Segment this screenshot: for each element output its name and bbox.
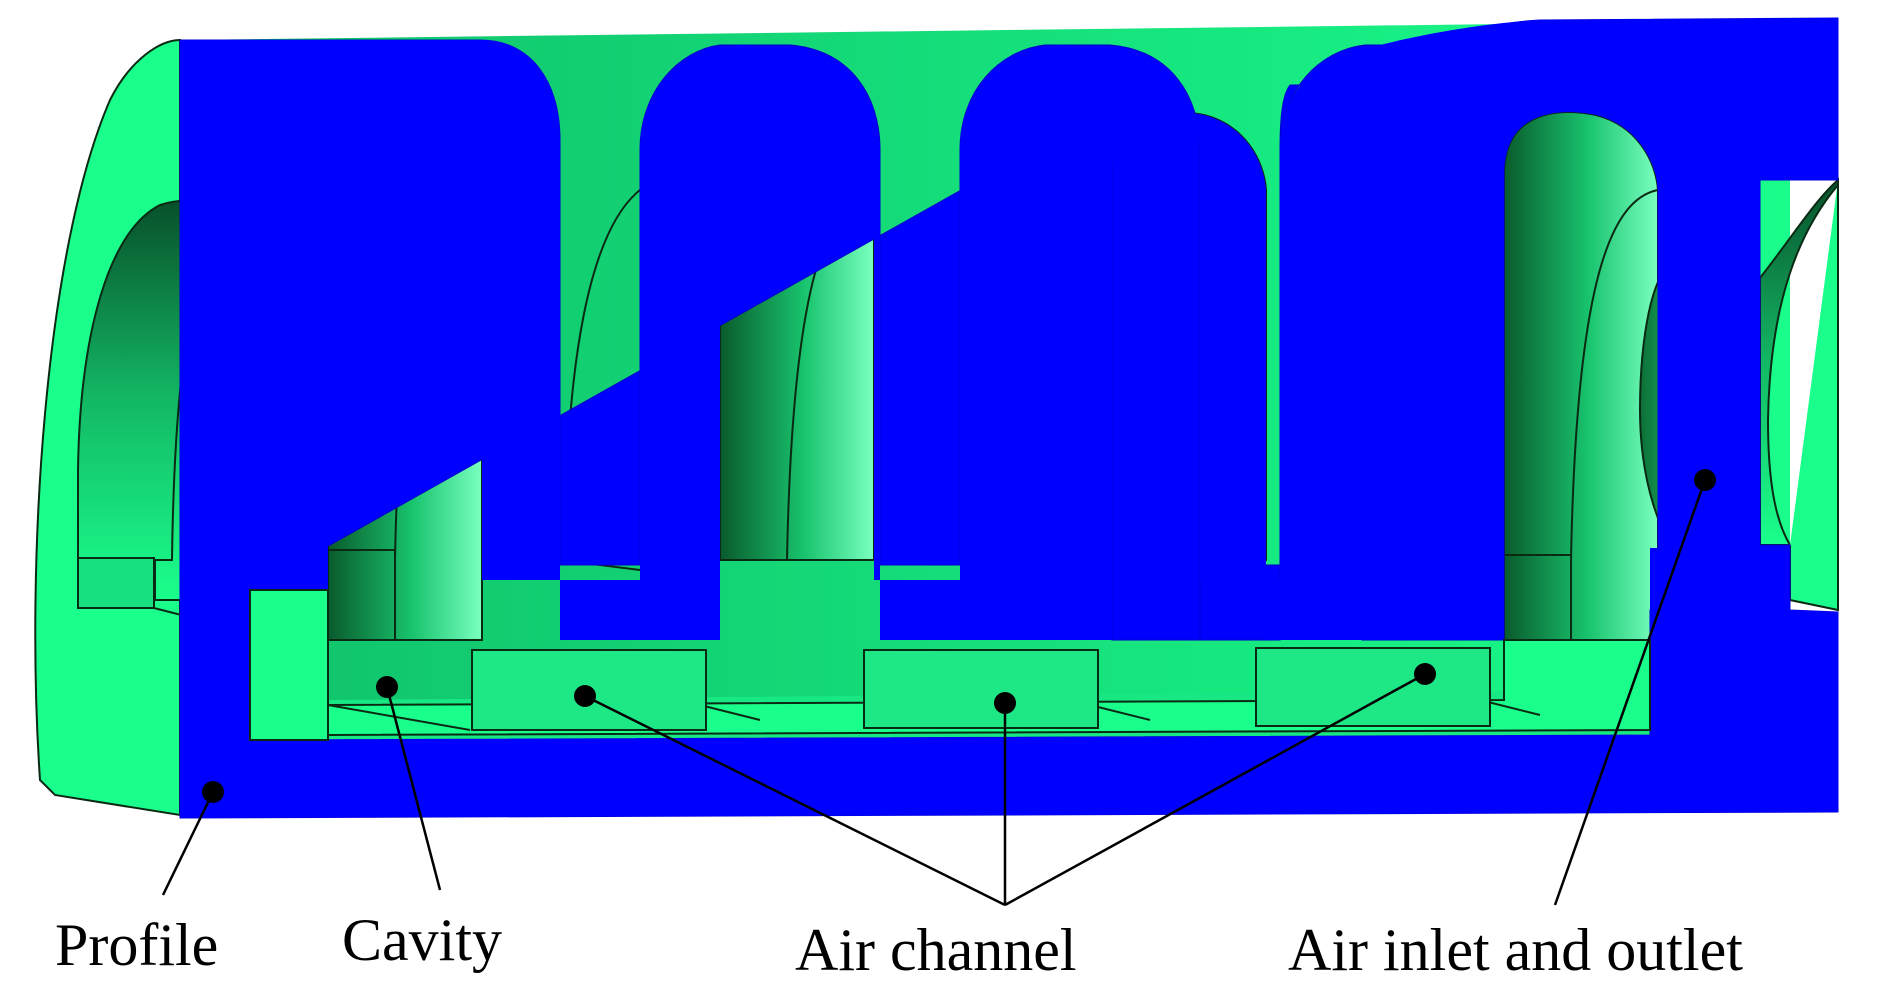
dot-profile [202, 781, 224, 803]
leader-air-channel-1 [584, 694, 1006, 907]
air-channel-block-3 [1255, 647, 1491, 727]
left-cup-lip [77, 557, 155, 609]
dot-air-inlet [1694, 469, 1716, 491]
cavity-arch-4-rim [1570, 189, 1659, 640]
dot-air-channel-1 [574, 685, 596, 707]
dot-cavity [376, 676, 398, 698]
air-channel-block-1 [471, 649, 707, 731]
dot-air-channel-3 [1414, 663, 1436, 685]
leader-cavity [385, 686, 442, 891]
shell-base [180, 610, 1838, 818]
label-cavity: Cavity [342, 907, 502, 973]
label-air-channel: Air channel [795, 917, 1077, 983]
label-profile: Profile [55, 912, 218, 978]
shell-arch-2 [560, 45, 880, 640]
leader-lines [161, 479, 1707, 907]
air-channel-block-2 [863, 649, 1099, 729]
leader-dots [202, 469, 1716, 803]
leader-profile [161, 791, 215, 896]
shell-arch-3 [880, 45, 1266, 640]
leader-air-channel-3 [1004, 672, 1426, 907]
label-air-inlet-and-outlet: Air inlet and outlet [1288, 917, 1743, 983]
shell-right-block [1650, 545, 1760, 610]
leader-air-inlet [1553, 479, 1707, 906]
text-labels: Profile Cavity Air channel Air inlet and… [55, 907, 1743, 983]
cavity-floor-shade [327, 699, 1541, 731]
air-channel-blocks [471, 647, 1491, 731]
right-cup [1759, 177, 1839, 546]
cavity-floor-edge [249, 589, 329, 741]
shell-left-wall [180, 40, 560, 740]
dot-air-channel-2 [994, 692, 1016, 714]
